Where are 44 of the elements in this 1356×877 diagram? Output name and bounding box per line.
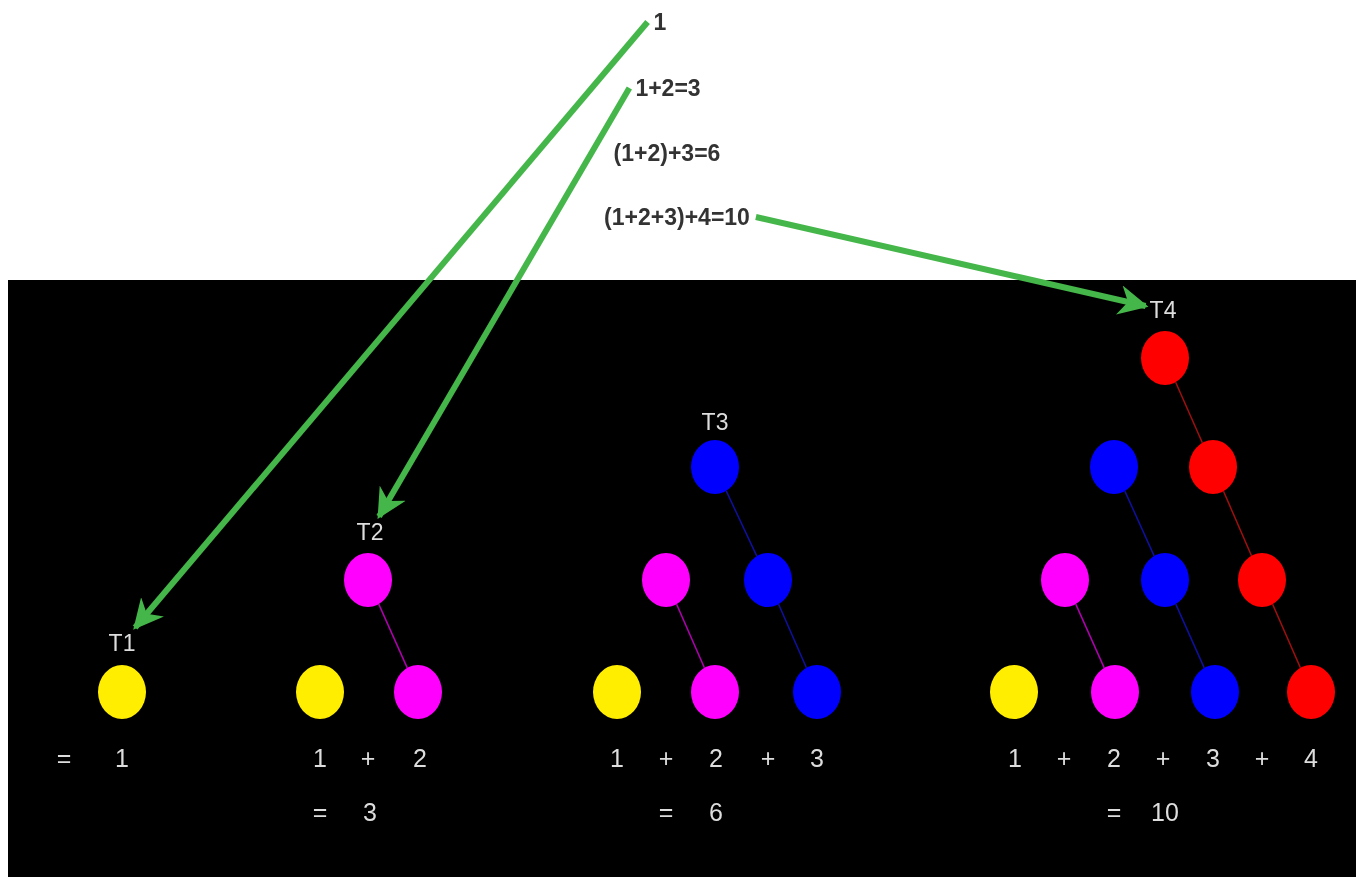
sum-term: 2 xyxy=(709,745,723,771)
arrow xyxy=(376,86,632,520)
sum-term: 3 xyxy=(810,745,824,771)
triangle-label: T4 xyxy=(1149,298,1177,322)
connector-line xyxy=(725,490,758,557)
sum-term: = xyxy=(312,799,328,825)
sum-term: = xyxy=(658,799,674,825)
arrow xyxy=(755,214,1149,315)
formula-text: (1+2+3)+4=10 xyxy=(604,205,750,229)
sum-term: + xyxy=(1254,745,1270,771)
triangle-label: T1 xyxy=(108,631,136,655)
triangle-label: T3 xyxy=(701,410,729,434)
sum-term: = xyxy=(1106,799,1122,825)
sum-term: = xyxy=(56,745,72,771)
formula-text: 1 xyxy=(653,10,667,34)
connector-line xyxy=(1075,603,1105,669)
formula-text: 1+2=3 xyxy=(635,76,701,100)
connector-line xyxy=(378,603,408,669)
sum-term: + xyxy=(760,745,776,771)
sum-term: 1 xyxy=(115,745,129,771)
sum-term: + xyxy=(1155,745,1171,771)
sum-term: 10 xyxy=(1151,799,1179,825)
sum-term: + xyxy=(360,745,376,771)
sum-term: 2 xyxy=(413,745,427,771)
connector-line xyxy=(1174,381,1204,444)
sum-term: 6 xyxy=(709,799,723,825)
formula-text: (1+2)+3=6 xyxy=(613,141,721,165)
sum-term: 1 xyxy=(610,745,624,771)
connector-line xyxy=(1124,490,1155,557)
connector-line xyxy=(1271,603,1302,669)
arrow xyxy=(132,20,650,630)
connector-line xyxy=(1175,603,1205,669)
sum-term: 1 xyxy=(1008,745,1022,771)
sum-term: 3 xyxy=(363,799,377,825)
sum-term: 3 xyxy=(1206,745,1220,771)
sum-term: + xyxy=(658,745,674,771)
triangle-label: T2 xyxy=(356,520,384,544)
sum-term: 2 xyxy=(1107,745,1121,771)
connector-line xyxy=(1222,490,1253,557)
connector-line xyxy=(675,603,706,669)
connector-line xyxy=(777,603,808,669)
sum-term: 4 xyxy=(1304,745,1318,771)
sum-term: + xyxy=(1056,745,1072,771)
sum-term: 1 xyxy=(313,745,327,771)
